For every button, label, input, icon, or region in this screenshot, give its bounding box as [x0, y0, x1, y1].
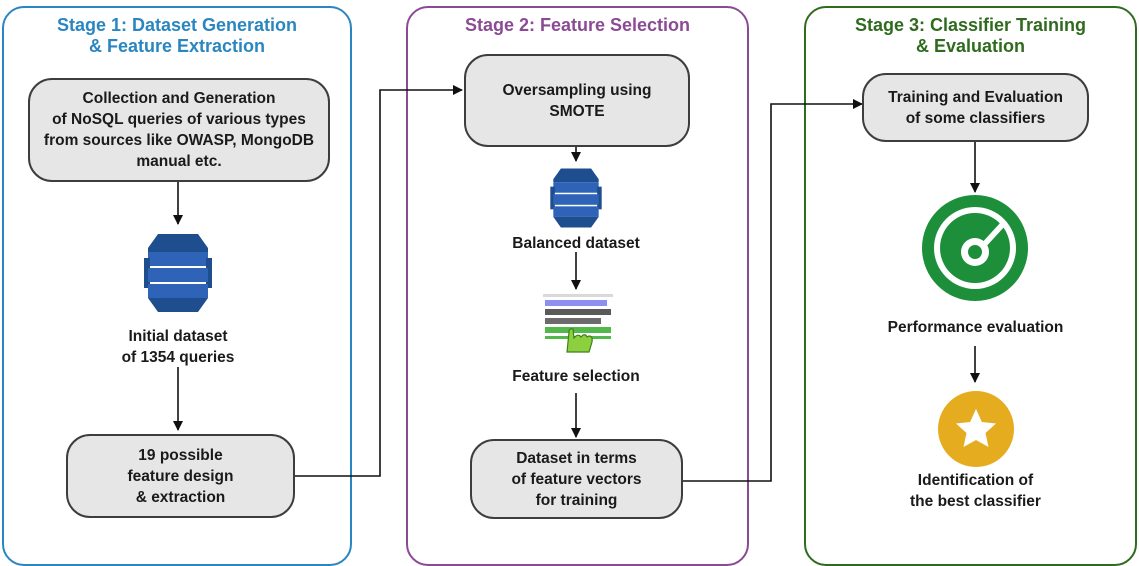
best-classifier-caption: Identification of the best classifier [910, 472, 1041, 510]
performance-caption: Performance evaluation [887, 319, 1064, 336]
feature-selection-icon [543, 294, 613, 353]
balanced-dataset-caption: Balanced dataset [512, 235, 640, 252]
oversampling-node: Oversampling using SMOTE [464, 54, 690, 147]
performance-gauge-icon [922, 195, 1028, 301]
database-icon [550, 168, 602, 228]
collection-node: Collection and Generation of NoSQL queri… [28, 78, 330, 182]
initial-dataset-caption: Initial dataset of 1354 queries [121, 328, 235, 366]
star-badge-icon [938, 391, 1014, 467]
stage-1-title: Stage 1: Dataset Generation & Feature Ex… [56, 15, 298, 56]
arrow-stage2-to-stage3 [683, 99, 863, 482]
stage-2-title: Stage 2: Feature Selection [464, 15, 691, 35]
connector-arrows [173, 85, 980, 482]
dataset-vectors-node: Dataset in terms of feature vectors for … [470, 439, 683, 519]
stage-3-title: Stage 3: Classifier Training & Evaluatio… [854, 15, 1087, 56]
training-node: Training and Evaluation of some classifi… [862, 73, 1089, 142]
arrow-stage1-to-stage2 [295, 85, 463, 477]
feature-design-node: 19 possible feature design & extraction [66, 434, 295, 518]
feature-selection-caption: Feature selection [512, 368, 640, 385]
database-icon [144, 234, 212, 312]
